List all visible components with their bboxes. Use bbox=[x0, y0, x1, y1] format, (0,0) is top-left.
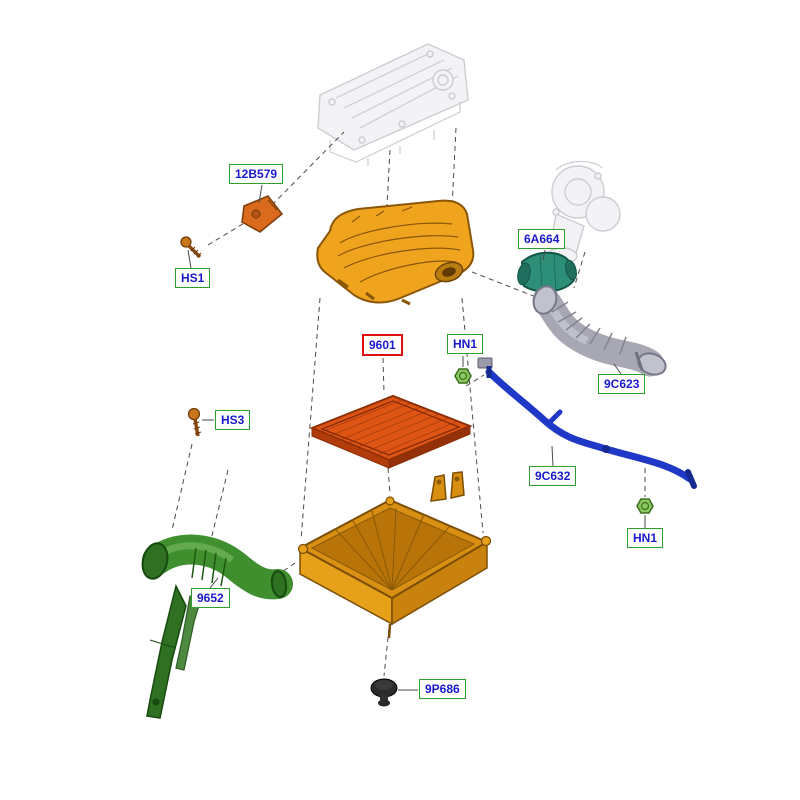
part-label-6A664[interactable]: 6A664 bbox=[518, 229, 566, 249]
map-sensor-part bbox=[241, 195, 284, 233]
nut-hn1-upper-part bbox=[454, 368, 472, 384]
part-label-9P686[interactable]: 9P686 bbox=[419, 679, 466, 699]
part-label-9C632[interactable]: 9C632 bbox=[529, 466, 577, 486]
part-label-12B579[interactable]: 12B579 bbox=[229, 164, 284, 184]
part-label-HS1[interactable]: HS1 bbox=[175, 268, 211, 288]
grommet-part bbox=[370, 678, 398, 707]
vacuum-tube-part bbox=[477, 357, 697, 489]
turbocharger-ghost bbox=[546, 160, 621, 265]
screw-hs3-part bbox=[187, 407, 202, 437]
air-filter-element-part bbox=[309, 394, 473, 469]
air-cleaner-cover-part bbox=[316, 199, 475, 306]
part-label-HN1-upper[interactable]: HN1 bbox=[447, 334, 484, 354]
resonator-hose-part bbox=[517, 251, 577, 293]
engine-valve-cover-ghost bbox=[317, 43, 469, 166]
nut-hn1-lower-part bbox=[636, 498, 654, 514]
screw-hs1-part bbox=[180, 236, 202, 259]
intake-hose-part bbox=[532, 285, 667, 377]
part-label-9C623[interactable]: 9C623 bbox=[598, 374, 646, 394]
label-leader-lines bbox=[187, 184, 646, 691]
part-label-9601-highlighted[interactable]: 9601 bbox=[362, 334, 403, 356]
air-cleaner-housing-part bbox=[297, 471, 492, 639]
part-label-HS3[interactable]: HS3 bbox=[215, 410, 251, 430]
part-label-HN1-lower[interactable]: HN1 bbox=[627, 528, 664, 548]
intake-duct-part bbox=[141, 534, 293, 719]
part-label-9652[interactable]: 9652 bbox=[191, 588, 230, 608]
